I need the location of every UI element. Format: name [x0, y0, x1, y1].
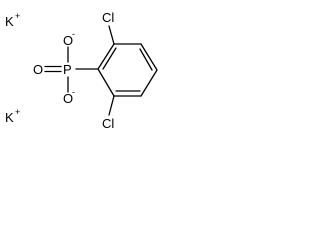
- potassium-label-bottom: K: [5, 110, 14, 125]
- bonds: [44, 25, 158, 116]
- chlorine-label-bottom: Cl: [102, 116, 114, 131]
- ring-bond-1-2: [97, 43, 115, 70]
- ring-bond-3-4: [140, 43, 158, 71]
- oxygen-charge-bottom: -: [72, 87, 75, 97]
- oxygen-label-double: O: [33, 62, 43, 77]
- phosphorus-label: P: [63, 62, 72, 77]
- chlorine-label-top: Cl: [102, 10, 114, 25]
- ring-double-bond-inner-1: [102, 47, 117, 70]
- potassium-label-top: K: [5, 14, 14, 29]
- ring-bond-6-1: [97, 68, 115, 97]
- ring-bond-4-5: [140, 69, 158, 97]
- oxygen-charge-top: -: [72, 29, 75, 39]
- oxygen-label-bottom: O: [63, 91, 73, 106]
- molecule-structure: K + O - O P O - K + Cl Cl: [5, 10, 158, 131]
- ring-cl-bond-top: [108, 25, 115, 45]
- oxygen-label-top: O: [63, 33, 73, 48]
- ring-cl-bond-bottom: [108, 95, 115, 116]
- ring-double-bond-inner-2: [139, 48, 153, 71]
- potassium-charge-top: +: [15, 11, 20, 21]
- atom-labels: K + O - O P O - K + Cl Cl: [5, 10, 114, 131]
- potassium-charge-bottom: +: [15, 107, 20, 117]
